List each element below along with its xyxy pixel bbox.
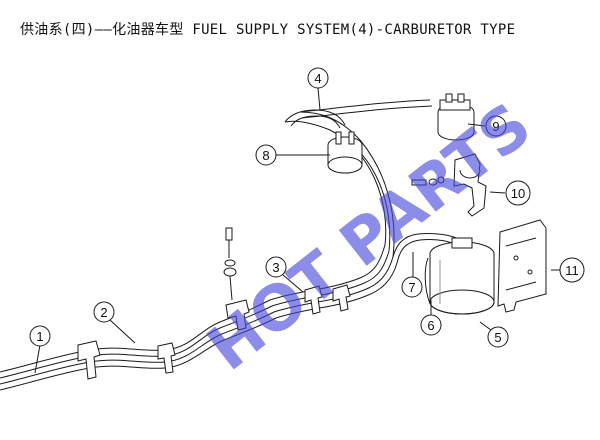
callout-9-label: 9 [492, 119, 499, 134]
callout-9: 9 [485, 115, 507, 137]
callout-11: 11 [559, 257, 585, 283]
callout-2: 2 [93, 301, 115, 323]
canister-hose [424, 257, 431, 305]
callout-8-label: 8 [262, 148, 269, 163]
fuel-filter [437, 93, 475, 141]
callout-3: 3 [265, 256, 287, 278]
callout-4: 4 [307, 67, 329, 89]
callout-11-label: 11 [565, 263, 579, 278]
bolt-assembly [223, 227, 237, 301]
callout-5-label: 5 [494, 330, 501, 345]
canister-bracket [497, 219, 547, 313]
fuel-pump [327, 131, 363, 174]
callout-3-label: 3 [272, 260, 279, 275]
callout-6: 6 [420, 314, 442, 336]
callout-7-label: 7 [408, 280, 415, 295]
callout-5: 5 [487, 326, 509, 348]
callout-1: 1 [29, 325, 51, 347]
callout-leaders [34, 87, 562, 374]
callout-6-label: 6 [427, 318, 434, 333]
callout-8: 8 [255, 144, 277, 166]
pipe-clamps [77, 284, 351, 380]
callout-7: 7 [401, 276, 423, 298]
fuel-pipe-bundle [0, 99, 463, 391]
callout-1-label: 1 [36, 329, 43, 344]
callout-2-label: 2 [100, 305, 107, 320]
diagram-title: 供油系(四)——化油器车型 FUEL SUPPLY SYSTEM(4)-CARB… [20, 22, 516, 38]
filter-bracket [411, 153, 487, 217]
callout-4-label: 4 [314, 71, 321, 86]
callout-10-label: 10 [511, 186, 525, 201]
charcoal-canister [429, 237, 495, 315]
callout-10: 10 [505, 180, 531, 206]
